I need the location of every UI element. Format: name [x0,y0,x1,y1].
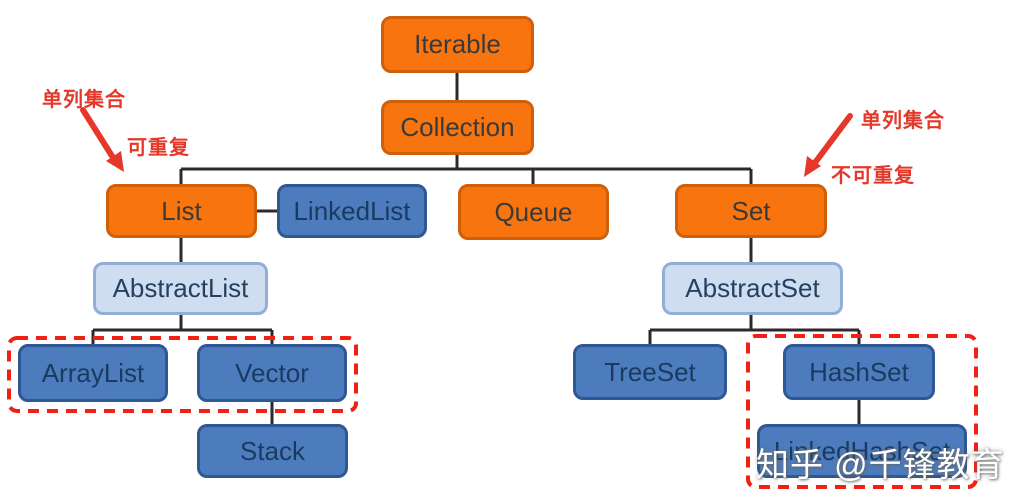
node-abstractset: AbstractSet [662,262,843,315]
right-arrow-icon [804,113,853,177]
left-dashed-box [7,336,358,413]
node-linkedlist: LinkedList [277,184,427,238]
node-collection: Collection [381,100,534,155]
node-set: Set [675,184,827,238]
node-vector: Vector [197,344,347,402]
annotation-left-category: 单列集合 [42,89,126,111]
left-arrow-icon [80,107,124,172]
node-abstractlist: AbstractList [93,262,268,315]
node-stack: Stack [197,424,348,478]
node-list: List [106,184,257,238]
annotation-right-note: 不可重复 [831,165,915,187]
right-dashed-box [746,334,978,489]
node-iterable: Iterable [381,16,534,73]
node-hashset: HashSet [783,344,935,400]
watermark: 知乎 @千锋教育 [756,446,1005,483]
node-arraylist: ArrayList [18,344,168,402]
node-linkedhashset: LinkedHashSet [757,424,967,478]
node-treeset: TreeSet [573,344,727,400]
annotation-left-note: 可重复 [127,137,190,159]
node-queue: Queue [458,184,609,240]
annotation-right-category: 单列集合 [861,110,945,132]
